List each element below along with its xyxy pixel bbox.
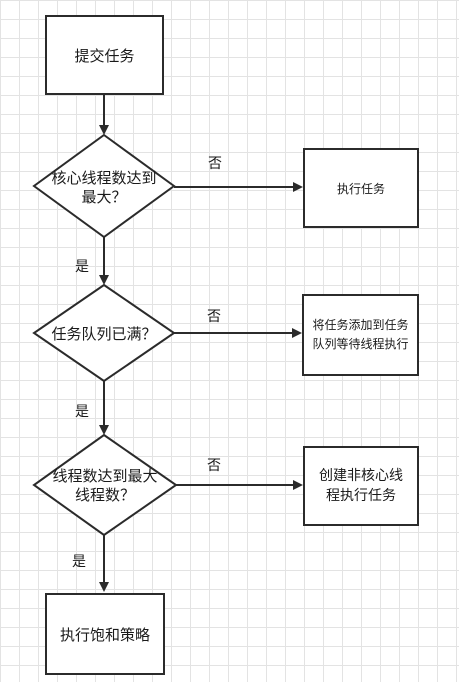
node-submit-task-label: 提交任务	[74, 46, 135, 65]
node-create-non-core-thread-line1: 创建非核心线	[319, 468, 403, 484]
node-saturation-policy: 执行饱和策略	[45, 593, 165, 675]
node-enqueue-task: 将任务添加到任务 队列等待线程执行	[302, 294, 419, 376]
node-create-non-core-thread-line2: 程执行任务	[326, 488, 396, 504]
node-saturation-policy-label: 执行饱和策略	[59, 625, 150, 644]
decision-core-line1: 核心线程数达到	[51, 169, 157, 187]
decision-core-label: 核心线程数达到 最大？	[34, 168, 174, 208]
node-execute-task-label: 执行任务	[336, 181, 385, 196]
edge-label-yes-queue: 是	[75, 404, 89, 420]
edge-label-no-max: 否	[207, 458, 221, 474]
edge-label-no-queue: 否	[207, 309, 221, 325]
decision-core-line2: 最大？	[81, 188, 127, 206]
node-create-non-core-thread: 创建非核心线 程执行任务	[303, 446, 419, 526]
edge-label-yes-max: 是	[72, 554, 86, 570]
node-submit-task: 提交任务	[45, 15, 164, 95]
decision-max-line2: 线程数？	[74, 486, 135, 504]
decision-max-label: 线程数达到最大 线程数？	[34, 466, 176, 506]
node-enqueue-task-line1: 将任务添加到任务	[312, 318, 409, 332]
decision-queue-label: 任务队列已满？	[34, 322, 174, 344]
node-enqueue-task-line2: 队列等待线程执行	[312, 337, 409, 351]
node-execute-task: 执行任务	[303, 148, 419, 228]
decision-max-line1: 线程数达到最大	[52, 467, 158, 485]
decision-queue-line1: 任务队列已满？	[51, 324, 157, 343]
edge-label-no-core: 否	[208, 156, 222, 172]
edge-label-yes-core: 是	[75, 259, 89, 275]
